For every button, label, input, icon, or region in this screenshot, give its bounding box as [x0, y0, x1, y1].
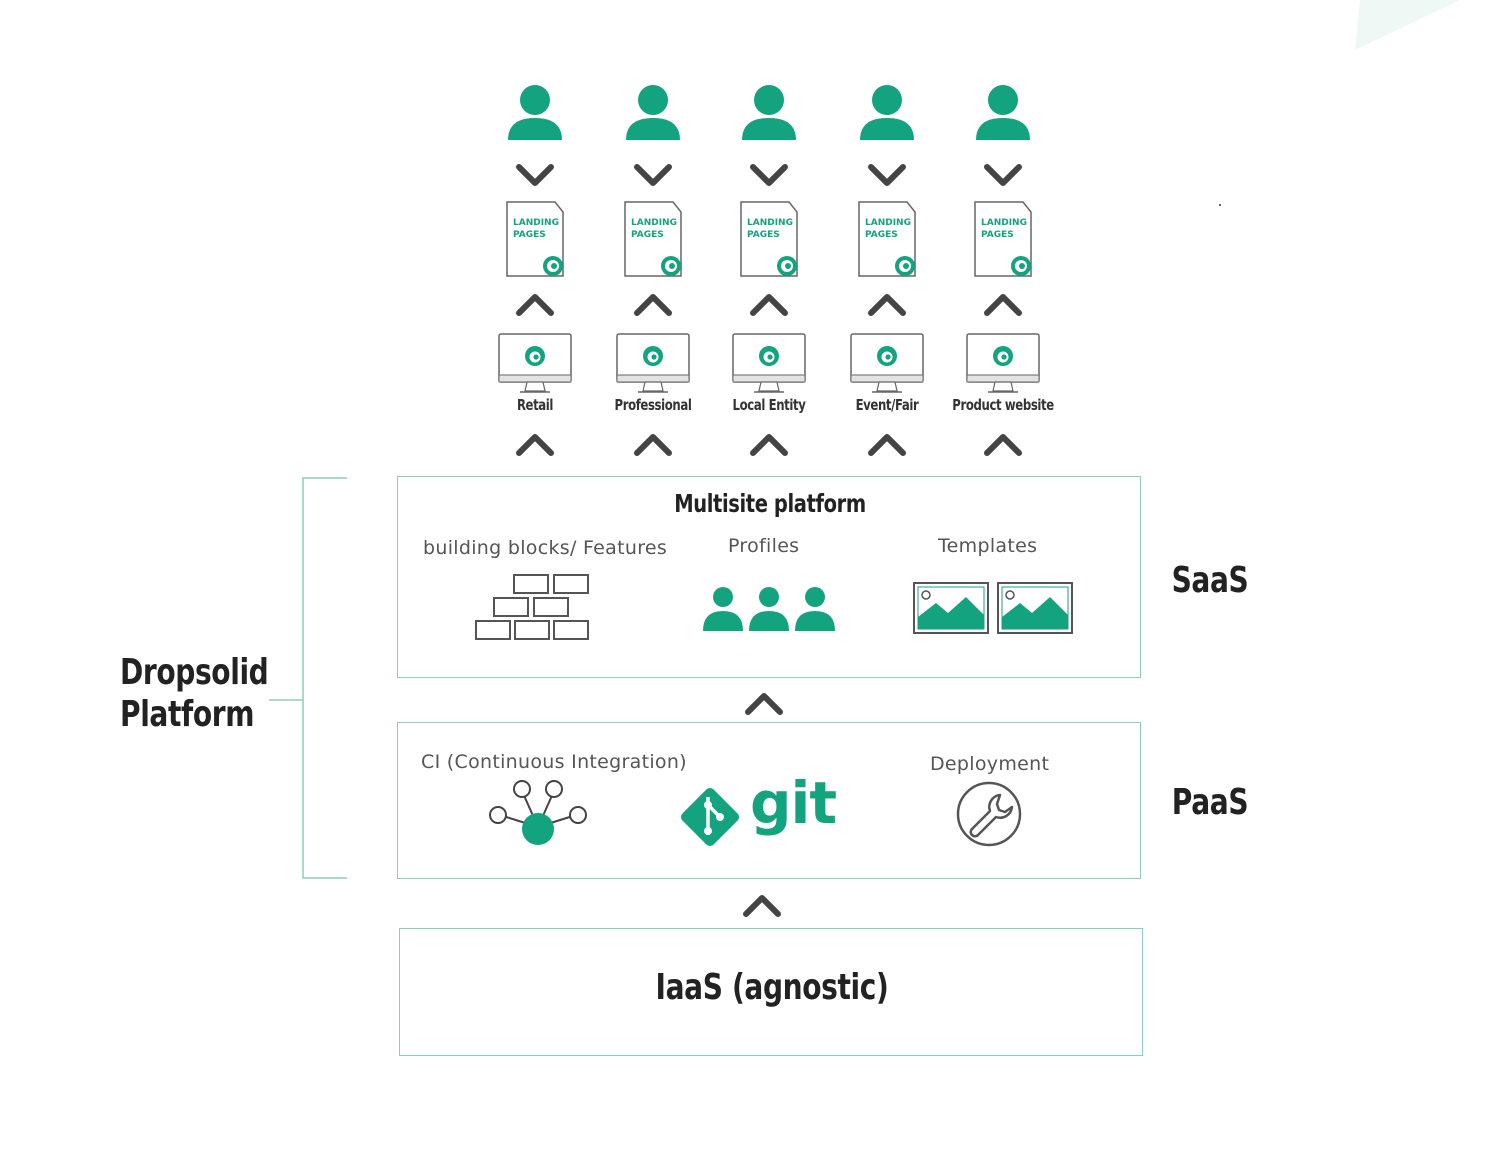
platform-label: Dropsolid Platform — [120, 652, 269, 736]
doc-text-1: LANDING — [865, 218, 911, 228]
chevron-up-icon — [634, 294, 672, 316]
platform-label-line2: Platform — [120, 694, 255, 735]
chevron-up-icon — [868, 294, 906, 316]
site-type-label: Product website — [952, 396, 1054, 414]
monitor-icon — [732, 333, 806, 393]
git-wordmark: git — [750, 769, 837, 837]
chevron-down-icon — [984, 164, 1022, 186]
doc-text-1: LANDING — [747, 218, 793, 228]
chevron-down-icon — [750, 164, 788, 186]
chevron-down-icon — [634, 164, 672, 186]
stray-dot — [1219, 204, 1221, 206]
doc-text-1: LANDING — [981, 218, 1027, 228]
platform-label-line1: Dropsolid — [120, 652, 269, 693]
blocks-label: building blocks/ Features — [423, 537, 668, 559]
chevron-down-icon — [516, 164, 554, 186]
monitor-icon — [966, 333, 1040, 393]
chevron-up-icon — [516, 294, 554, 316]
chevron-up-icon — [750, 434, 788, 456]
ci-label: CI (Continuous Integration) — [421, 751, 687, 773]
user-icon — [976, 85, 1030, 140]
landing-page-doc-icon: LANDING PAGES — [858, 201, 916, 277]
user-icon — [508, 85, 562, 140]
profiles-label: Profiles — [728, 535, 800, 557]
chevron-up-icon — [750, 294, 788, 316]
doc-text-1: LANDING — [631, 218, 677, 228]
doc-text-1: LANDING — [513, 218, 559, 228]
user-icon — [626, 85, 680, 140]
deployment-label: Deployment — [930, 753, 1050, 775]
profiles-icon — [703, 587, 835, 631]
monitor-icon — [498, 333, 572, 393]
platform-bracket — [269, 477, 347, 879]
chevron-up-icon — [743, 895, 781, 917]
corner-decoration — [1355, 0, 1460, 50]
saas-panel: Multisite platform building blocks/ Feat… — [397, 476, 1141, 678]
chevron-up-icon — [868, 434, 906, 456]
monitor-icon — [616, 333, 690, 393]
paas-tier-label: PaaS — [1171, 782, 1249, 823]
doc-text-2: PAGES — [865, 230, 898, 240]
landing-page-doc-icon: LANDING PAGES — [624, 201, 682, 277]
chevron-up-icon — [984, 294, 1022, 316]
templates-icon — [913, 582, 1073, 634]
chevron-up-icon — [634, 434, 672, 456]
site-type-label: Local Entity — [732, 396, 806, 414]
bricks-icon — [475, 574, 589, 640]
doc-text-2: PAGES — [981, 230, 1014, 240]
chevron-up-icon — [516, 434, 554, 456]
user-icon — [742, 85, 796, 140]
iaas-panel: IaaS (agnostic) — [399, 928, 1143, 1056]
paas-panel: CI (Continuous Integration) Deployment — [397, 722, 1141, 879]
chevron-up-icon — [984, 434, 1022, 456]
site-type-label: Professional — [614, 396, 692, 414]
iaas-title: IaaS (agnostic) — [655, 967, 889, 1008]
network-icon — [489, 780, 587, 845]
doc-text-2: PAGES — [747, 230, 780, 240]
chevron-down-icon — [868, 164, 906, 186]
site-type-label: Event/Fair — [855, 396, 919, 414]
templates-label: Templates — [938, 535, 1038, 557]
git-logo-icon — [680, 787, 740, 847]
wrench-icon — [956, 781, 1022, 847]
saas-tier-label: SaaS — [1171, 560, 1249, 601]
landing-page-doc-icon: LANDING PAGES — [740, 201, 798, 277]
doc-text-2: PAGES — [513, 230, 546, 240]
chevron-up-icon — [745, 693, 783, 715]
landing-page-doc-icon: LANDING PAGES — [506, 201, 564, 277]
user-icon — [860, 85, 914, 140]
landing-page-doc-icon: LANDING PAGES — [974, 201, 1032, 277]
saas-title: Multisite platform — [674, 489, 866, 518]
monitor-icon — [850, 333, 924, 393]
doc-text-2: PAGES — [631, 230, 664, 240]
site-type-label: Retail — [516, 396, 554, 414]
